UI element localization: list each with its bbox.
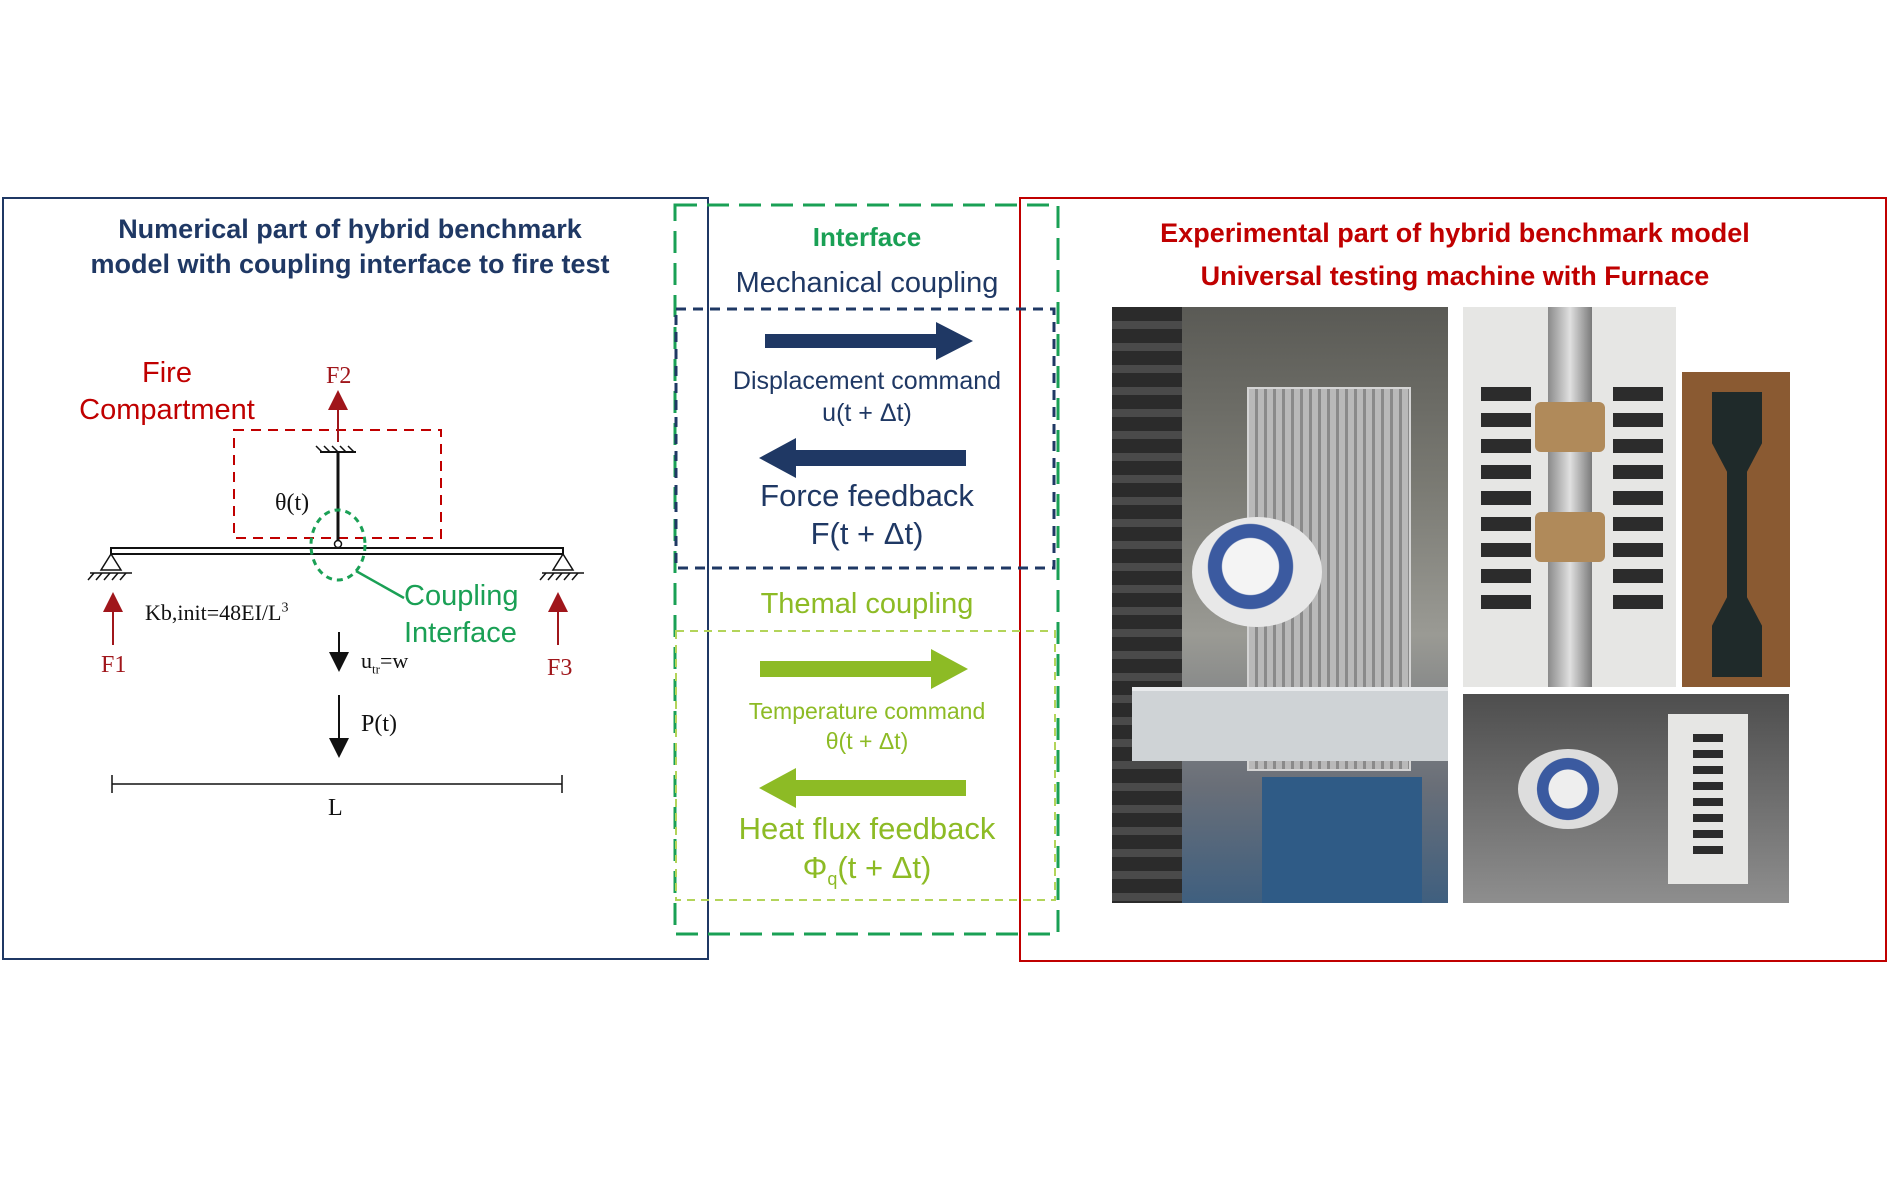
stiffness-exponent: 3: [281, 600, 289, 616]
grip-clamp-lower-shape: [1535, 512, 1605, 562]
heating-coils-right: [1613, 387, 1663, 617]
mechanical-coupling-label: Mechanical coupling: [735, 267, 999, 299]
fire-label-line1: Fire: [142, 357, 192, 389]
f2-label: F2: [326, 363, 352, 389]
temperature-arrow: [760, 649, 968, 689]
fire-label-line2: Compartment: [79, 394, 255, 426]
machine-column-shape: [1112, 307, 1182, 903]
force-value-label: F(t + Δt): [810, 516, 924, 551]
column-support-hatch: [315, 445, 355, 453]
setup-coils-shape: [1693, 734, 1723, 854]
displacement-value-label: u(t + Δt): [822, 399, 912, 427]
numerical-title-line1: Numerical part of hybrid benchmark: [118, 214, 582, 244]
experimental-title: Experimental part of hybrid benchmark mo…: [1070, 212, 1840, 298]
setup-sensor-shape: [1518, 749, 1618, 829]
heat-flux-base: Φ: [802, 850, 828, 885]
experimental-title-line2: Universal testing machine with Furnace: [1200, 261, 1710, 291]
machine-base-shape: [1262, 777, 1422, 903]
grip-clamp-shape: [1535, 402, 1605, 452]
thermal-box: [675, 630, 1056, 901]
furnace-interior-photo: [1463, 307, 1676, 687]
load-label: P(t): [361, 711, 397, 737]
experimental-title-line1: Experimental part of hybrid benchmark mo…: [1160, 218, 1750, 248]
heating-coils-left: [1481, 387, 1531, 617]
specimen-grip-shape: [1548, 307, 1592, 687]
testing-machine-photo: [1112, 307, 1448, 903]
numerical-panel: [2, 197, 709, 960]
heat-flux-rest: (t + Δt): [837, 850, 932, 885]
force-arrow: [759, 438, 966, 478]
fire-compartment-label: Fire Compartment: [72, 355, 262, 429]
heat-flux-subscript: q: [827, 869, 838, 890]
stiffness-label: Kb,init=48EI/L3: [145, 600, 288, 626]
utr-subscript: tr: [372, 661, 380, 677]
theta-label: θ(t): [275, 490, 310, 516]
left-pin-support: [87, 552, 132, 581]
length-label: L: [328, 795, 343, 821]
coupling-label-line1: Coupling: [404, 580, 519, 612]
right-pin-support: [539, 552, 584, 581]
f1-label: F1: [101, 652, 127, 678]
f3-label: F3: [547, 655, 573, 681]
displacement-arrow: [765, 322, 973, 360]
machine-frame-shape: [1132, 687, 1448, 761]
utr-base: u: [361, 648, 372, 673]
temperature-value-label: θ(t + Δt): [825, 728, 909, 754]
interface-title: Interface: [812, 222, 922, 252]
stiffness-text: Kb,init=48EI/L: [145, 600, 282, 625]
sensor-device-shape: [1192, 517, 1322, 627]
heat-flux-arrow: [759, 768, 966, 808]
thermal-coupling-label: Themal coupling: [760, 588, 974, 620]
test-setup-photo: [1463, 694, 1789, 903]
utr-label: utr=w: [361, 648, 408, 677]
force-feedback-label: Force feedback: [760, 478, 974, 513]
displacement-command-label: Displacement command: [732, 367, 1002, 395]
experimental-panel: [1019, 197, 1887, 962]
mechanical-box: [674, 307, 1056, 570]
coupling-label-line2: Interface: [404, 617, 517, 649]
specimen-photo: [1682, 372, 1790, 687]
numerical-title: Numerical part of hybrid benchmark model…: [40, 212, 660, 282]
coupling-leader-line: [355, 569, 405, 600]
temperature-command-label: Temperature command: [748, 698, 986, 724]
coupling-interface-circle: [309, 508, 367, 582]
utr-rest: =w: [379, 648, 409, 673]
coupling-interface-label: Coupling Interface: [404, 578, 518, 652]
column-hinge: [333, 539, 343, 549]
heat-flux-feedback-label: Heat flux feedback: [738, 811, 996, 846]
interface-box: [673, 203, 1060, 936]
numerical-title-line2: model with coupling interface to fire te…: [90, 249, 610, 279]
beam: [110, 547, 564, 555]
heat-flux-value-label: Φq(t + Δt): [677, 850, 1057, 890]
